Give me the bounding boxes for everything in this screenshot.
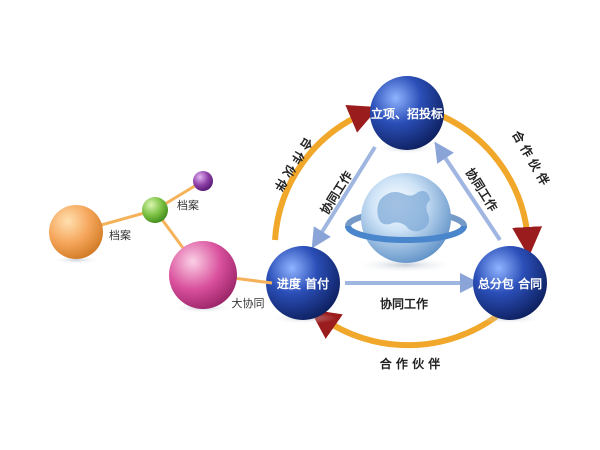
node-top-label: 立项、招投标 [371,106,443,121]
outer-label-left: 合 作 伙 伴 [271,135,316,194]
inner-arrow-left [311,145,377,249]
outer-arc-bottom [309,309,499,349]
outer-label-bottom: 合 作 伙 伴 [380,356,441,371]
ball-purple [193,171,213,191]
ball-green [142,197,168,223]
big-collab-label: 大协同 [232,296,265,310]
ball-orange [49,205,103,259]
ball-pink [169,241,237,309]
node-right-label: 总分包 合同 [478,276,542,291]
node-right: 总分包 合同 [473,246,547,324]
globe [345,173,467,273]
outer-arc-left [272,105,379,241]
node-left-label: 进度 首付 [277,276,329,291]
partner-cycle [272,105,543,349]
inner-arrow-right [434,141,502,242]
outer-arc-right [440,113,543,257]
archive-label-small: 档案 [177,198,199,212]
node-top: 立项、招投标 [370,76,444,154]
collab-arrows [311,141,502,293]
outer-label-right: 合 作 伙 伴 [509,128,552,188]
archive-label-large: 档案 [109,228,131,242]
globe-landmass [377,191,430,232]
archive-cluster: 档案 档案 大协同 [49,171,273,313]
node-left: 进度 首付 [266,246,340,324]
inner-label-bottom: 协同工作 [380,296,428,311]
globe-ring-front [345,225,467,243]
